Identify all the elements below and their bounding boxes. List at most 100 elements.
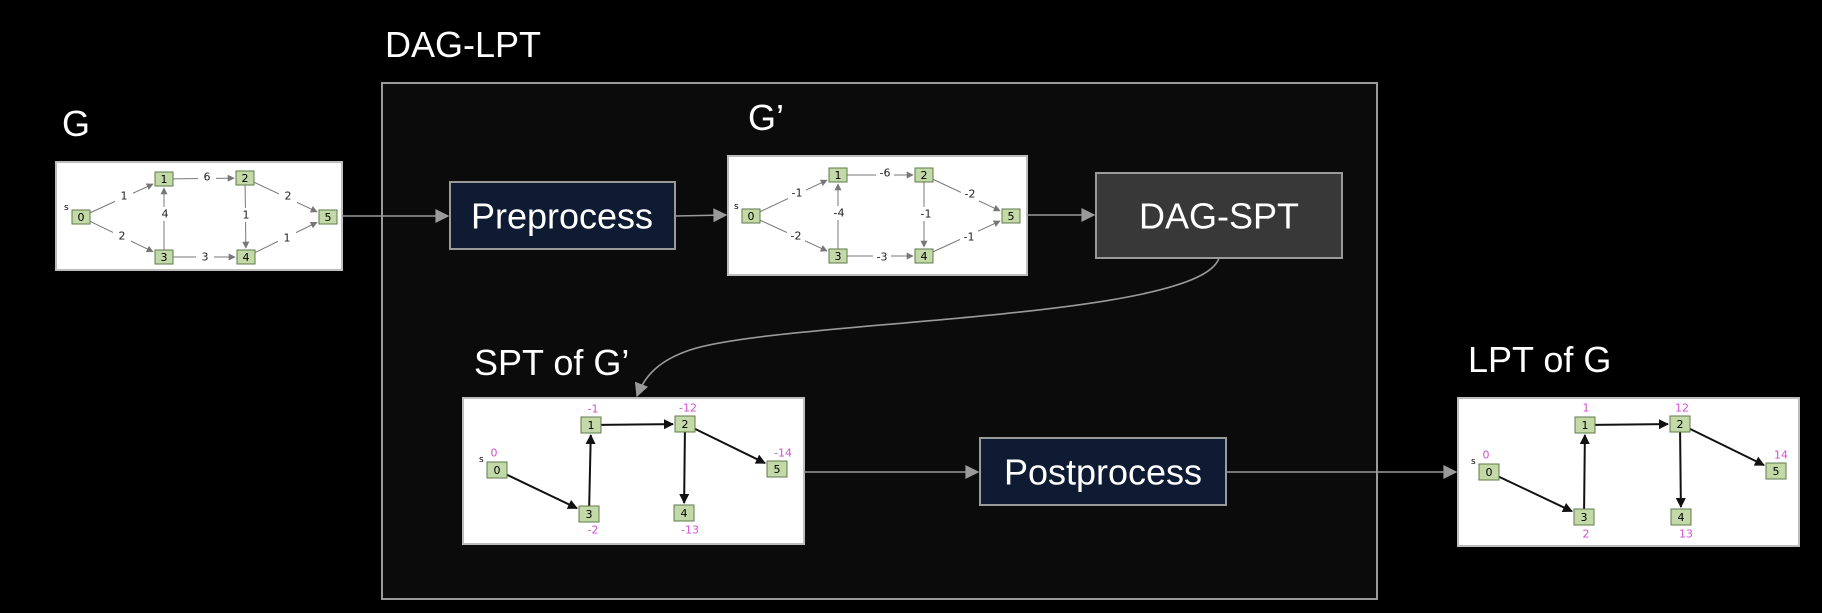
edge-weight-bg [278, 231, 296, 245]
lpt-label: LPT of G [1468, 339, 1611, 380]
graph-edge [1594, 419, 1669, 430]
node-label: 0 [494, 464, 501, 477]
node-label: 2 [921, 169, 928, 182]
graph-edge [679, 431, 690, 504]
edge-weight: -1 [792, 187, 803, 200]
preprocess-box [449, 181, 676, 250]
edge-weight: 2 [285, 190, 292, 203]
distance-label: -2 [588, 524, 599, 537]
graph-node [1670, 508, 1692, 526]
graph-node [1669, 415, 1691, 433]
node-label: 1 [161, 173, 168, 186]
edge-weight-bg [196, 250, 214, 264]
node-label: 3 [1581, 511, 1588, 524]
distance-label: 13 [1679, 528, 1693, 541]
edge-weight: 1 [243, 209, 250, 222]
graph-node [486, 461, 508, 479]
graph-node [580, 416, 602, 434]
distance-label: 0 [491, 447, 498, 460]
node-label: 2 [1677, 418, 1684, 431]
graph-node [1573, 508, 1595, 526]
graph-node [154, 171, 174, 187]
graph-node [828, 167, 848, 183]
graph-node [236, 249, 256, 265]
node-label: 5 [325, 211, 332, 224]
graph-edge [585, 434, 596, 507]
edge-weight-bg [876, 166, 894, 180]
graph-node [1765, 462, 1787, 480]
graph-node [318, 209, 338, 225]
graph-node [71, 209, 91, 225]
source-label: s [734, 202, 739, 212]
distance-label: 0 [1483, 449, 1490, 462]
edge-weight-bg [115, 189, 133, 203]
spt-panel [462, 397, 805, 545]
edge-weight-bg [788, 186, 806, 200]
postprocess-label: Postprocess [1004, 452, 1202, 493]
node-label: 0 [1486, 466, 1493, 479]
distance-label: 12 [1675, 402, 1689, 415]
graph-node [828, 248, 848, 264]
edge-weight-bg [787, 229, 805, 243]
dagspt-box [1095, 172, 1343, 259]
edge-weight-bg [279, 189, 297, 203]
distance-label: 1 [1583, 402, 1590, 415]
graph-node [1478, 463, 1500, 481]
graph-edge [600, 419, 674, 430]
graph-node [766, 460, 788, 478]
graph-node [1574, 416, 1596, 434]
graph-edge [506, 473, 578, 510]
graph-edge [1689, 427, 1765, 467]
graph-node [674, 415, 696, 433]
edge-weight: -4 [834, 207, 845, 220]
node-label: 2 [242, 172, 249, 185]
edge-weight: 4 [162, 208, 169, 221]
distance-label: 2 [1583, 528, 1590, 541]
graph-node [914, 167, 934, 183]
graph-node [1001, 208, 1021, 224]
node-label: 4 [243, 251, 250, 264]
edge-weight: -1 [921, 208, 932, 221]
edge-weight: 6 [204, 171, 211, 184]
edge-weight-bg [961, 187, 979, 201]
node-label: 0 [748, 210, 755, 223]
edge-weight-bg [917, 207, 935, 221]
graph-node [154, 249, 174, 265]
g-label: G [62, 103, 90, 144]
distance-label: -14 [774, 447, 792, 460]
graph-node [673, 504, 695, 522]
edge-weight-bg [830, 206, 848, 220]
node-label: 3 [161, 251, 168, 264]
edge-weight: -6 [880, 167, 891, 180]
graph-edge [1675, 431, 1686, 508]
node-label: 4 [921, 250, 928, 263]
lpt-panel [1457, 397, 1800, 547]
edge-weight: -2 [965, 188, 976, 201]
graph-edge [1498, 475, 1573, 513]
distance-label: -12 [679, 402, 697, 415]
edge-weight-bg [156, 207, 174, 221]
edge-weight-bg [960, 230, 978, 244]
spt-label: SPT of G’ [474, 342, 629, 383]
edge-weight: 3 [202, 251, 209, 264]
source-label: s [1471, 457, 1476, 467]
node-label: 4 [681, 507, 688, 520]
graph-node [914, 248, 934, 264]
node-label: 1 [835, 169, 842, 182]
graph-edge [1579, 434, 1590, 510]
gprime-label: G’ [748, 97, 784, 138]
edge-weight: -2 [791, 230, 802, 243]
node-label: 0 [78, 211, 85, 224]
dagspt-label: DAG-SPT [1139, 196, 1299, 237]
edge-weight-bg [198, 170, 216, 184]
distance-label: 14 [1774, 449, 1788, 462]
postprocess-box [979, 437, 1227, 506]
preprocess-label: Preprocess [471, 196, 653, 237]
edge-weight-bg [237, 208, 255, 222]
edge-weight: 2 [119, 230, 126, 243]
edge-weight-bg [113, 229, 131, 243]
distance-label: -1 [588, 403, 599, 416]
